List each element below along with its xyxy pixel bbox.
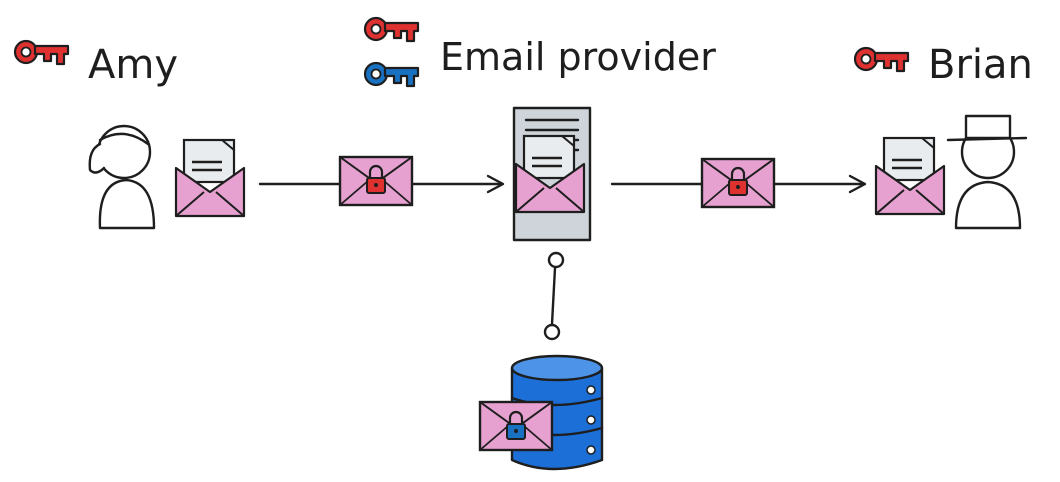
amy-red-key-icon xyxy=(13,39,70,66)
provider-name: Email provider xyxy=(440,35,716,79)
brian-open-envelope-icon xyxy=(874,136,946,216)
stored-envelope xyxy=(478,400,554,452)
amy-open-envelope-icon xyxy=(174,138,246,218)
recipient-name: Brian xyxy=(928,42,1033,88)
brian-red-key-icon xyxy=(853,46,910,73)
envelope-in-transit-2 xyxy=(700,157,776,209)
brian-person-icon xyxy=(946,114,1028,230)
amy-person-icon xyxy=(88,124,156,230)
provider-red-key-icon xyxy=(363,16,420,43)
provider-open-envelope-icon xyxy=(514,134,586,214)
server-database-connector xyxy=(543,251,565,341)
provider-blue-key-icon xyxy=(363,61,420,88)
envelope-in-transit-1 xyxy=(338,155,414,207)
sender-name: Amy xyxy=(88,42,178,88)
